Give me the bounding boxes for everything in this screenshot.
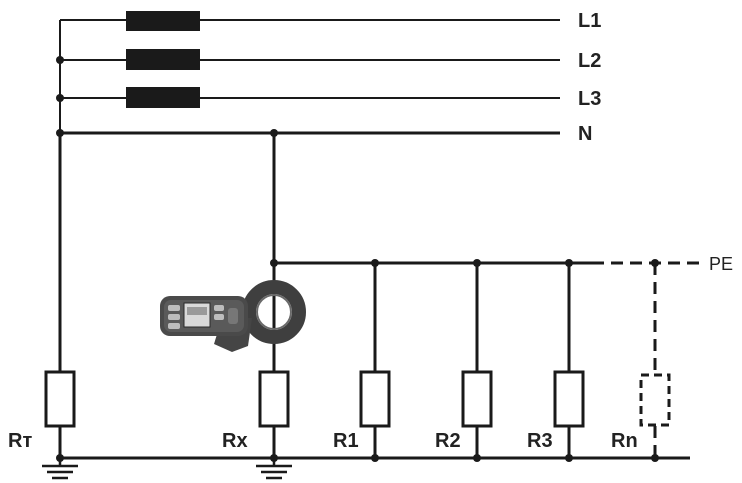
meter-button xyxy=(168,323,180,329)
resistors xyxy=(44,370,671,428)
resistor-r2 xyxy=(461,370,493,428)
dashed-wires xyxy=(592,261,706,458)
phase-lines xyxy=(59,19,560,135)
coil-l1 xyxy=(126,11,200,31)
junction-dot xyxy=(56,56,64,64)
clamp-jaw-inner xyxy=(256,294,292,330)
resistor-r1 xyxy=(359,370,391,428)
resistor-labels: Rт Rx R1 R2 R3 Rn xyxy=(8,430,638,452)
coil-l3 xyxy=(126,87,200,108)
coil-l2 xyxy=(126,49,200,70)
label-l3: L3 xyxy=(578,88,601,110)
ground-symbol-left xyxy=(42,458,78,480)
wires xyxy=(58,133,690,460)
line-labels: L1 L2 L3 N PE xyxy=(578,10,733,274)
clamp-jaw xyxy=(242,280,306,344)
label-r2: R2 xyxy=(435,430,461,452)
meter-digits xyxy=(187,307,207,315)
ground-symbol-rx xyxy=(256,458,292,480)
meter-button xyxy=(214,305,224,311)
label-r1: R1 xyxy=(333,430,359,452)
transformer-coils xyxy=(126,11,200,108)
label-l2: L2 xyxy=(578,50,601,72)
resistor-rt xyxy=(44,370,76,428)
meter-button xyxy=(168,305,180,311)
resistor-rn xyxy=(639,373,671,427)
meter-button xyxy=(168,314,180,320)
meter-trigger xyxy=(228,308,238,324)
label-rx: Rx xyxy=(222,430,248,452)
label-rt: Rт xyxy=(8,430,32,452)
resistor-rx xyxy=(258,370,290,428)
junction-dot xyxy=(56,94,64,102)
clamp-meter-icon xyxy=(160,280,306,352)
resistor-r3 xyxy=(553,370,585,428)
label-l1: L1 xyxy=(578,10,601,32)
label-pe: PE xyxy=(709,254,733,274)
label-rn: Rn xyxy=(611,430,638,452)
label-r3: R3 xyxy=(527,430,553,452)
meter-button xyxy=(214,314,224,320)
label-n: N xyxy=(578,123,592,145)
